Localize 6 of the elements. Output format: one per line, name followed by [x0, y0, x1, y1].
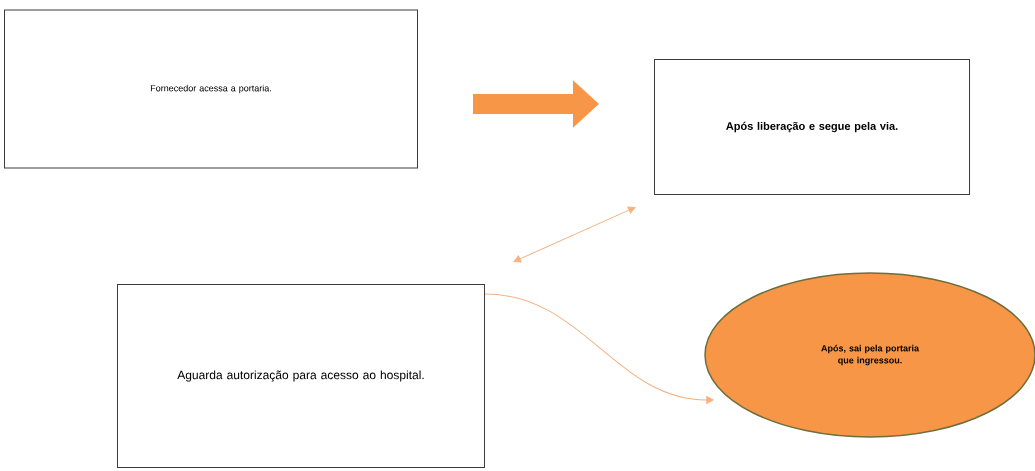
process-box: Após liberação e segue pela via. [654, 59, 970, 195]
process-box: Fornecedor acessa a portaria. [4, 9, 418, 169]
ellipse-node: Após, sai pela portaria que ingressou. [704, 272, 1035, 438]
process-box: Aguarda autorização para acesso ao hospital. [117, 284, 485, 468]
arrow [513, 206, 636, 263]
arrow [484, 293, 714, 404]
